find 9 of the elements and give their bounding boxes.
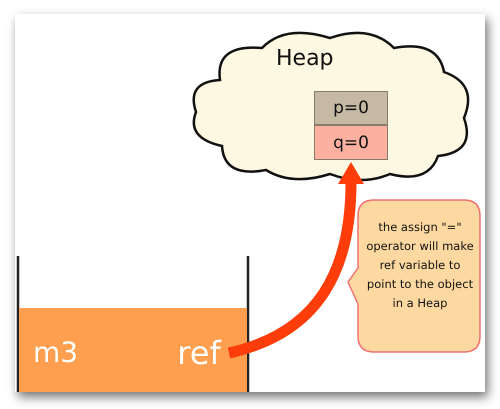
- curved-arrow: [228, 162, 364, 358]
- callout-text: the assign "=" operator will make ref variable to point to the object in a Heap: [366, 219, 474, 312]
- stack-frame: [19, 308, 247, 392]
- cloud-title: Heap: [276, 46, 334, 71]
- method-label: m3: [33, 336, 78, 369]
- field-cell: p=0: [314, 91, 388, 125]
- callout-bubble: [346, 198, 482, 354]
- variable-label: ref: [169, 330, 229, 376]
- field-cell: q=0: [314, 125, 388, 160]
